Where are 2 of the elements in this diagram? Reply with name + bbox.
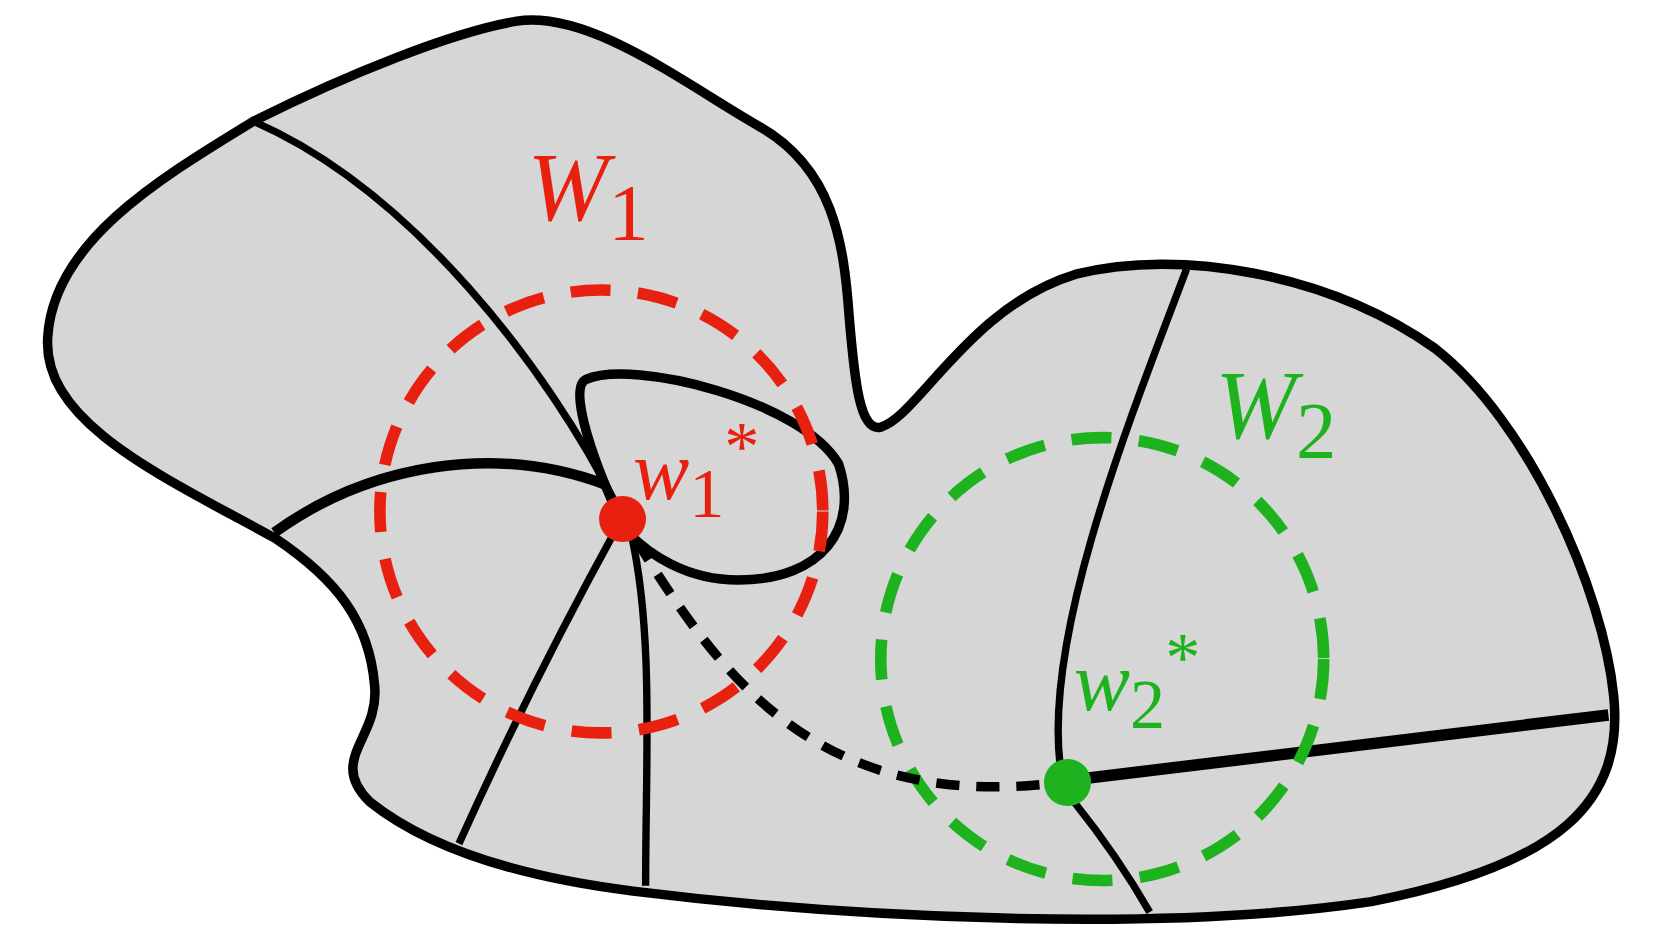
region-label: W$_{1}$ <box>527 139 649 255</box>
region-label: W$_{2}$ <box>1215 356 1337 472</box>
